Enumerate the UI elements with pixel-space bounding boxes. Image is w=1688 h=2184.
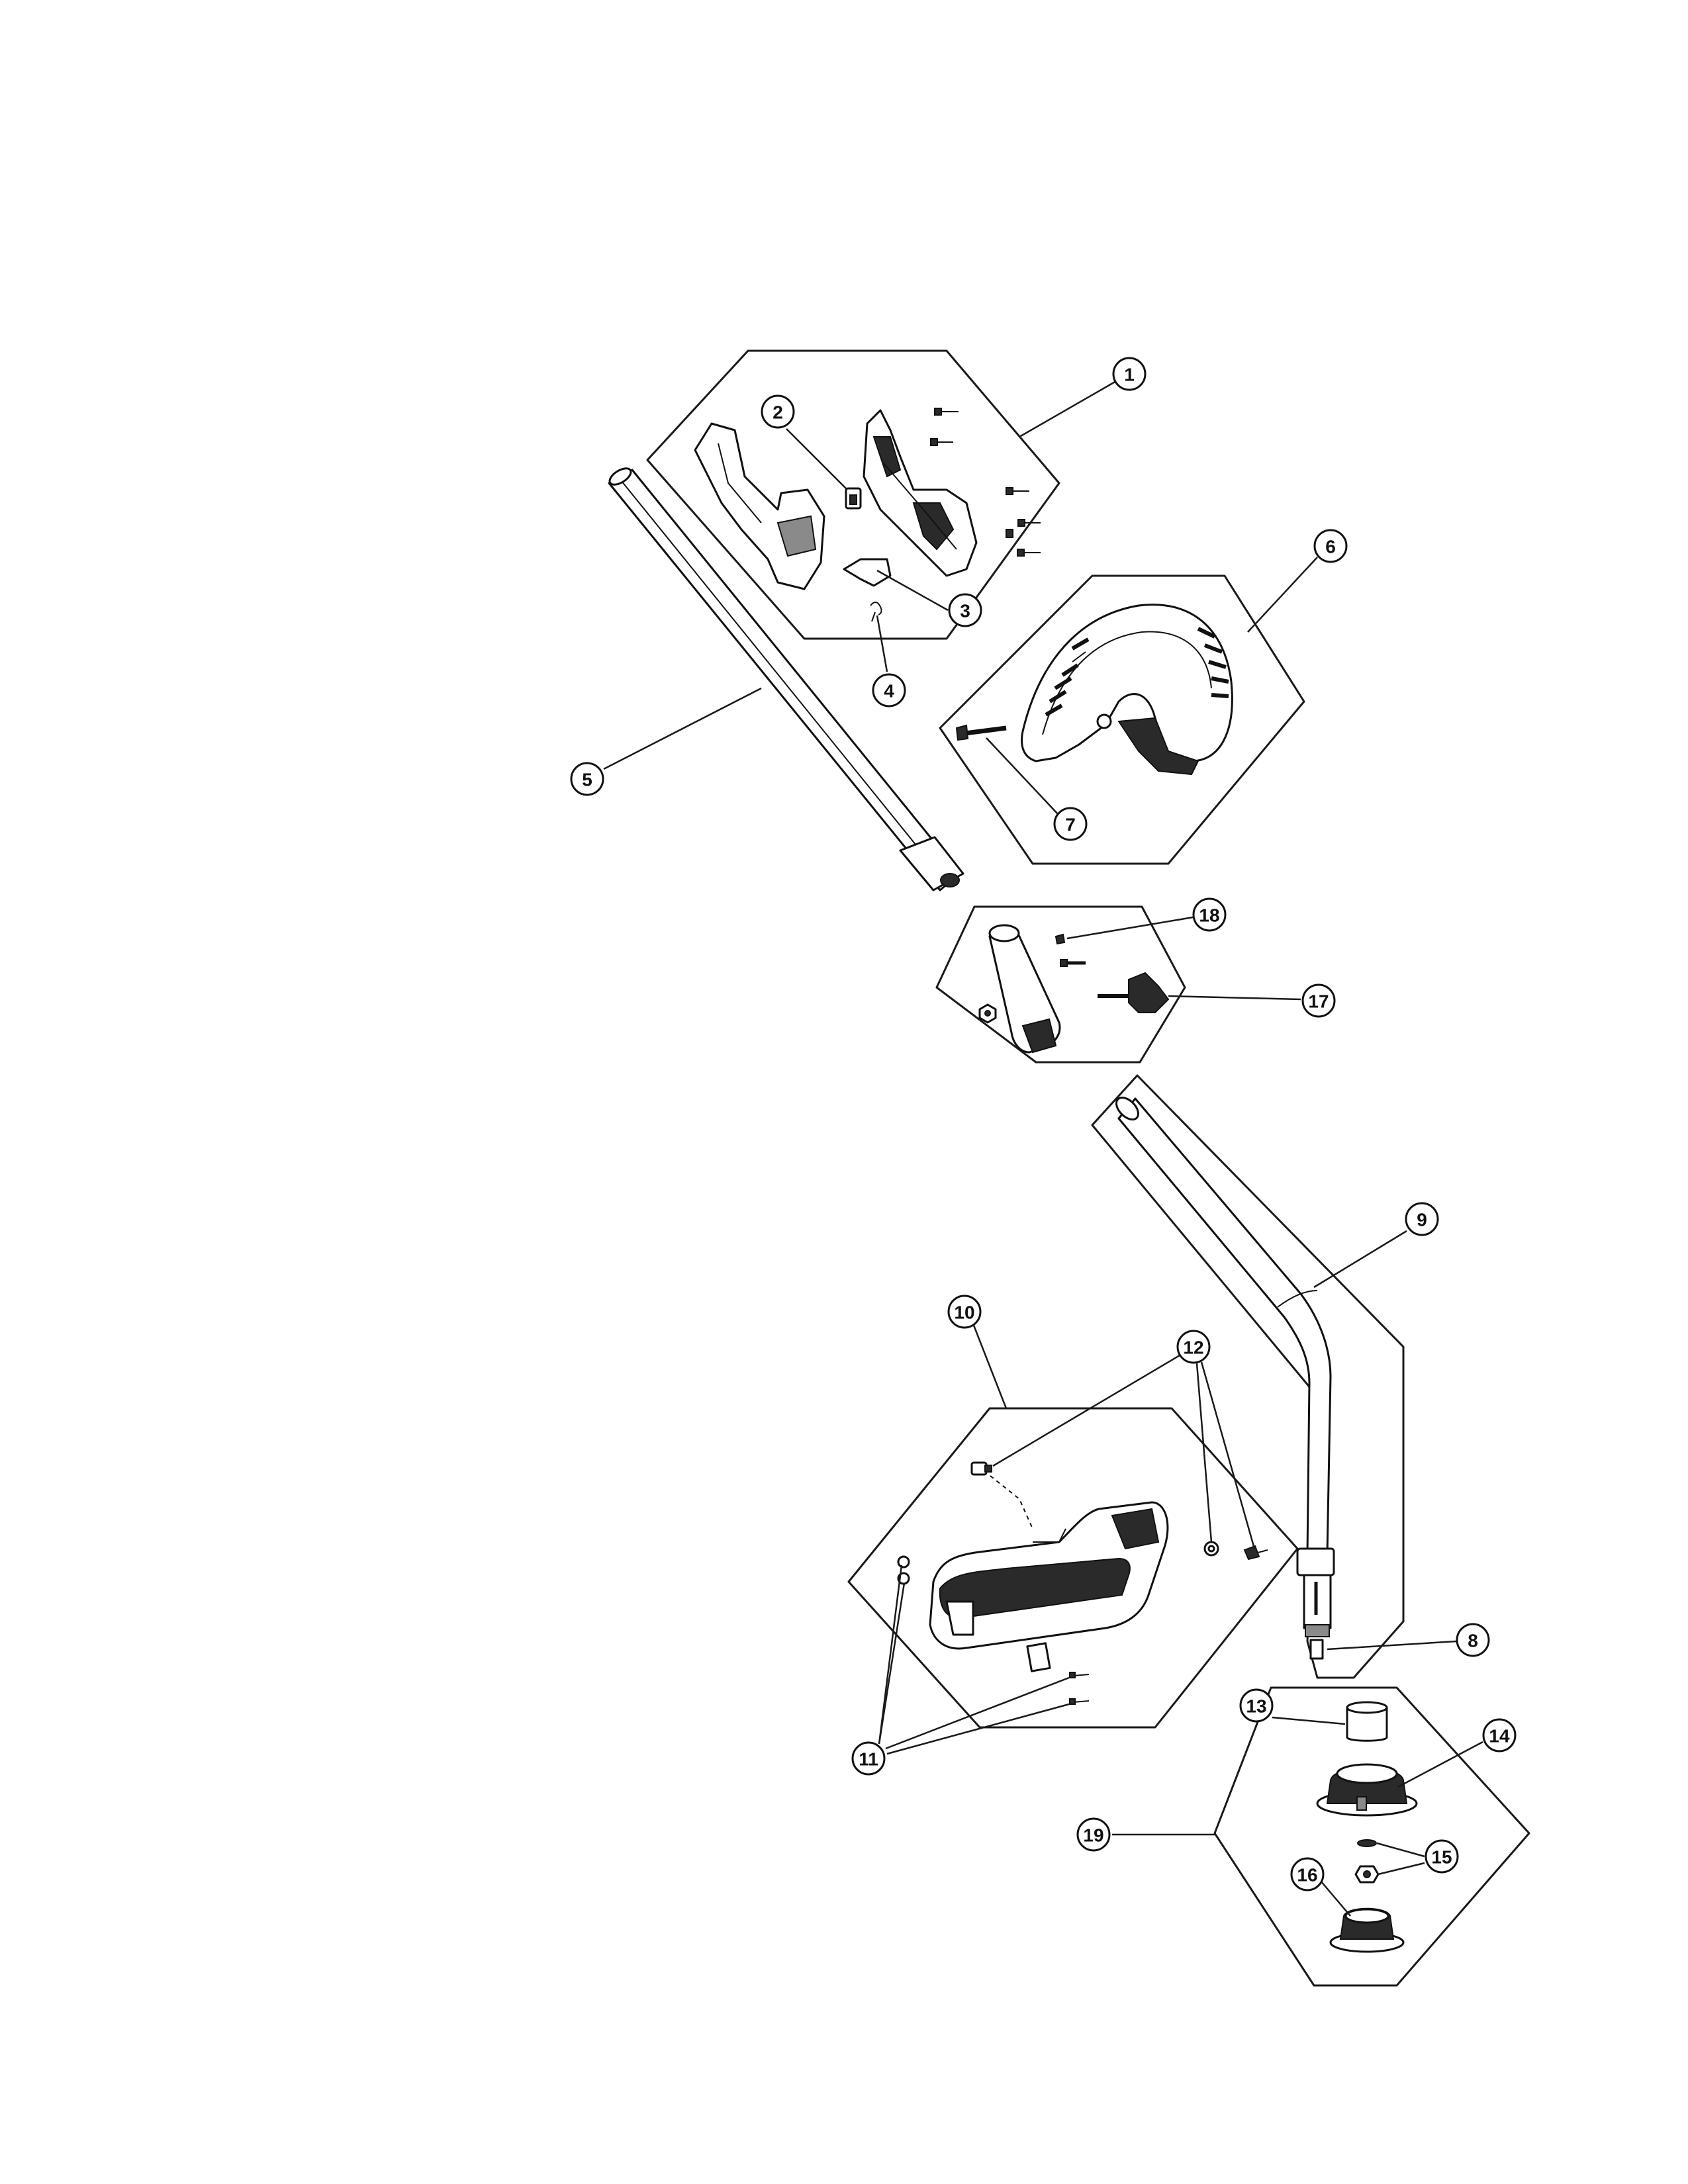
callout-18: 18 [1192,897,1227,932]
drive-shaft-end-part [1309,1639,1324,1660]
leader-12b [1196,1363,1213,1543]
leader-7 [986,737,1058,815]
svg-text:3: 3 [960,601,970,621]
leader-12a [992,1354,1180,1467]
handle-screws [930,408,1041,557]
svg-text:19: 19 [1083,1825,1103,1846]
svg-text:1: 1 [1124,365,1135,385]
shaft-tube-part [608,467,964,891]
group-6-outline [939,574,1305,865]
leader-11b [878,1582,906,1745]
assist-handle-bolt-part [955,724,1007,741]
group-9-outline [1091,1074,1405,1679]
spool-washer-part [1357,1839,1377,1847]
svg-text:17: 17 [1308,991,1329,1012]
callout-9: 9 [1405,1202,1439,1236]
callout-19: 19 [1076,1817,1111,1852]
leader-13 [1272,1716,1346,1725]
svg-text:10: 10 [954,1302,974,1323]
callout-11: 11 [851,1741,886,1776]
svg-text:8: 8 [1468,1631,1478,1651]
spool-knob-part [1329,1907,1405,1953]
group-17-outline [935,905,1186,1064]
callout-13: 13 [1239,1688,1274,1723]
group-1-outline [646,349,1060,640]
svg-text:2: 2 [773,402,783,423]
svg-text:14: 14 [1489,1726,1510,1747]
leader-9 [1313,1230,1407,1289]
spool-cap-part [1346,1701,1388,1742]
spool-nut-part [1354,1865,1380,1884]
leader-1 [1019,380,1117,438]
leader-11c [885,1676,1070,1750]
svg-text:12: 12 [1183,1338,1203,1358]
svg-text:15: 15 [1431,1847,1452,1868]
coupler-nut-part [978,1003,997,1024]
callout-16: 16 [1290,1857,1325,1891]
leader-4 [876,615,888,672]
callout-17: 17 [1301,983,1336,1018]
handle-grip-slots [1045,627,1229,717]
leader-3 [876,569,949,612]
svg-text:4: 4 [884,681,894,702]
leader-6 [1247,557,1318,633]
lower-shaft-part [1115,1097,1335,1637]
assist-handle-part [1021,604,1233,776]
leader-17 [1168,995,1301,1001]
svg-text:18: 18 [1199,905,1219,926]
callout-3: 3 [948,593,982,627]
coupler-screw-part [1055,933,1086,967]
callout-10: 10 [947,1295,982,1329]
group-19-outline [1213,1686,1530,1987]
leader-15a [1376,1842,1425,1858]
svg-text:7: 7 [1065,815,1076,835]
callout-5: 5 [570,762,604,796]
callout-6: 6 [1313,529,1348,563]
leader-11a [878,1565,903,1745]
leader-8 [1327,1640,1457,1651]
leader-5 [603,687,762,770]
leader-18 [1066,915,1197,940]
callout-7: 7 [1053,807,1088,841]
callout-1: 1 [1112,357,1147,391]
svg-text:16: 16 [1297,1865,1317,1886]
leader-10 [972,1323,1008,1409]
svg-text:13: 13 [1246,1696,1266,1717]
svg-text:5: 5 [582,770,592,790]
brush-part [1243,1545,1268,1561]
coupler-part [988,924,1061,1054]
handle-right-half-part [863,409,978,577]
handle-left-half-part [694,422,825,590]
trigger-part [843,558,892,587]
callout-14: 14 [1482,1718,1517,1752]
brush-spring-part [1203,1541,1219,1557]
housing-screws [897,1555,1090,1705]
callout-15: 15 [1425,1839,1459,1874]
brush-holder-part [970,1461,1033,1529]
leader-15b [1378,1862,1425,1876]
spring-part [870,602,882,622]
callout-4: 4 [872,673,906,707]
svg-text:9: 9 [1417,1210,1427,1230]
leader-12c [1200,1361,1256,1549]
group-10-outline [847,1407,1299,1729]
leader-11d [886,1703,1070,1755]
spool-housing-part [1316,1763,1418,1817]
svg-text:6: 6 [1325,537,1336,557]
callout-2: 2 [761,394,795,429]
leader-14 [1397,1741,1483,1788]
switch-part [845,487,862,510]
svg-text:11: 11 [859,1749,878,1770]
leader-16 [1320,1880,1351,1917]
callout-12: 12 [1176,1330,1211,1364]
motor-housing-part [929,1501,1169,1650]
leader-2 [786,428,848,490]
coupler-knob-part [1098,972,1170,1013]
callout-8: 8 [1456,1623,1490,1657]
